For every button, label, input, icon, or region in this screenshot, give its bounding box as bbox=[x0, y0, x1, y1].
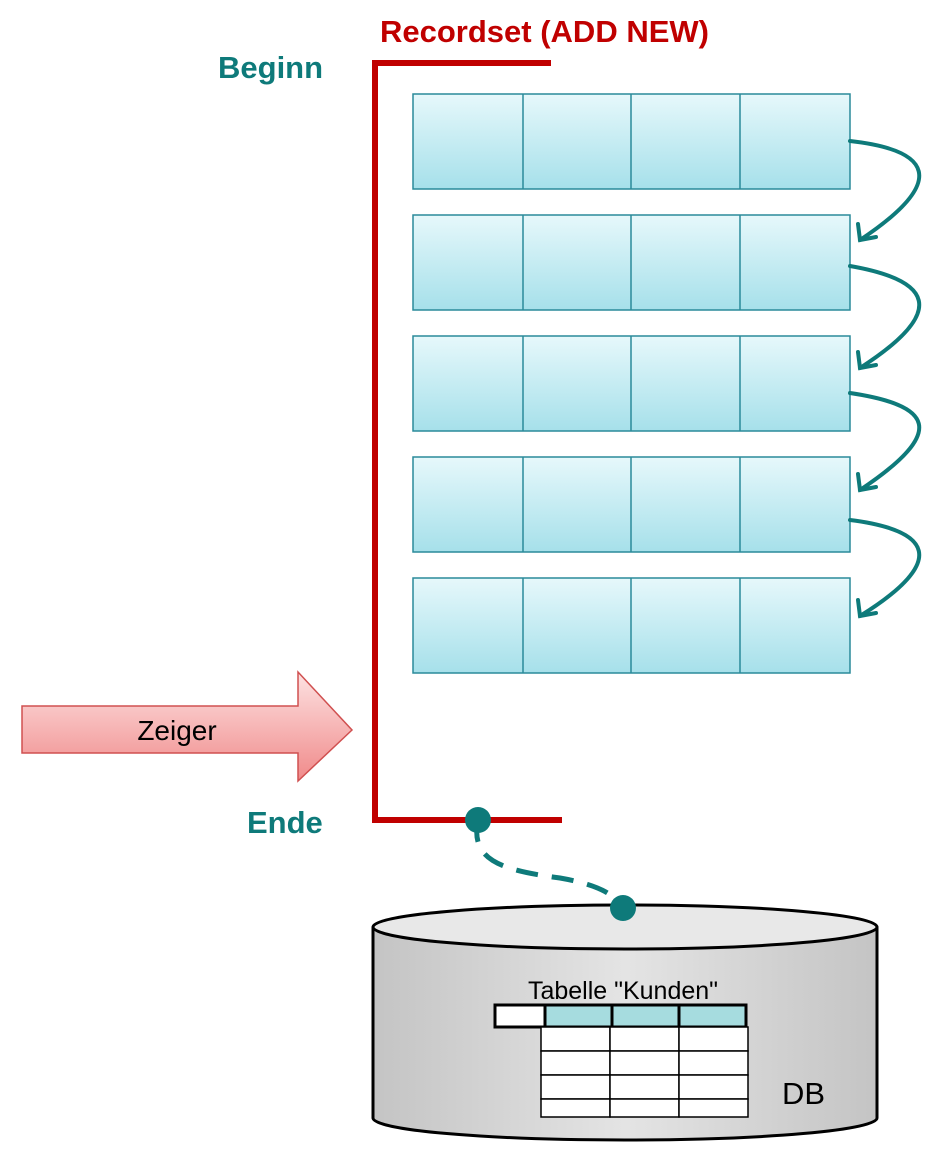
table-cell bbox=[678, 1050, 749, 1076]
table-cell bbox=[540, 1074, 611, 1100]
arrow-head bbox=[856, 598, 878, 619]
record-row bbox=[412, 335, 851, 432]
next-record-arrow bbox=[848, 391, 922, 492]
table-label: Tabelle "Kunden" bbox=[528, 977, 718, 1005]
arrow-head bbox=[856, 350, 878, 371]
table-cell bbox=[540, 1050, 611, 1076]
table-header-cell bbox=[677, 1003, 748, 1029]
table-cell bbox=[678, 1074, 749, 1100]
table-header-cell bbox=[493, 1003, 547, 1029]
db-connection-line bbox=[474, 819, 626, 910]
table-cell bbox=[678, 1098, 749, 1118]
pointer-arrow bbox=[21, 670, 354, 783]
record-row bbox=[412, 214, 851, 311]
arrow-head bbox=[856, 472, 878, 493]
next-record-arrow bbox=[848, 264, 922, 370]
next-record-arrow bbox=[848, 139, 922, 242]
table-cell bbox=[609, 1074, 680, 1100]
table-cell bbox=[540, 1026, 611, 1052]
table-cell bbox=[609, 1026, 680, 1052]
table-header-cell bbox=[543, 1003, 614, 1029]
db-label: DB bbox=[782, 1076, 825, 1111]
connection-dot-bottom bbox=[610, 895, 636, 921]
table-header-cell bbox=[610, 1003, 681, 1029]
next-record-arrow bbox=[848, 518, 922, 618]
record-row bbox=[412, 577, 851, 674]
table-cell bbox=[540, 1098, 611, 1118]
record-row bbox=[412, 93, 851, 190]
recordset-title: Recordset (ADD NEW) bbox=[380, 14, 709, 49]
kunden-table bbox=[493, 1003, 749, 1118]
table-cell bbox=[678, 1026, 749, 1052]
table-cell bbox=[609, 1098, 680, 1118]
table-cell bbox=[609, 1050, 680, 1076]
record-row bbox=[412, 456, 851, 553]
pointer-label: Zeiger bbox=[137, 715, 216, 746]
end-label: Ende bbox=[247, 805, 323, 840]
arrow-head bbox=[856, 222, 878, 243]
connection-dot-top bbox=[465, 807, 491, 833]
begin-label: Beginn bbox=[218, 50, 323, 85]
